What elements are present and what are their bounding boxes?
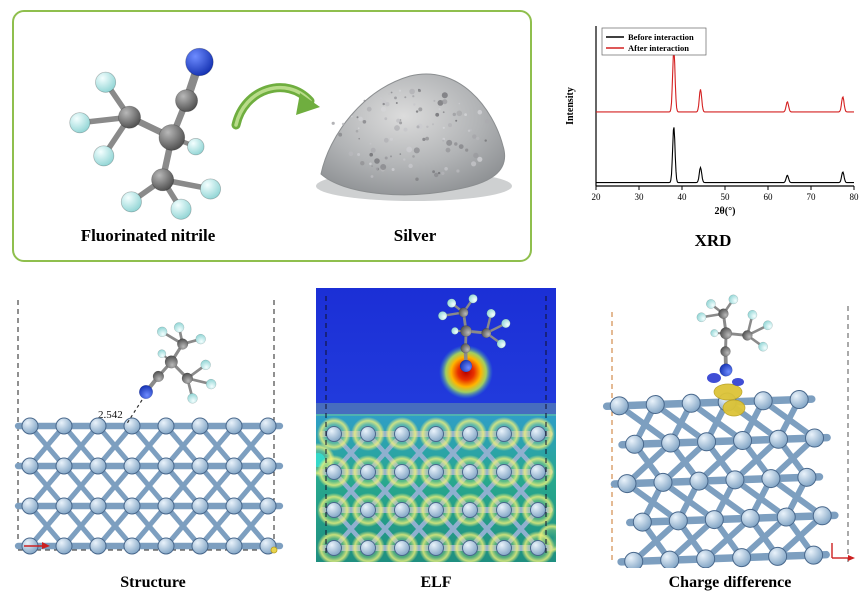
- elf-panel: [316, 288, 556, 562]
- svg-text:70: 70: [807, 192, 817, 202]
- fluorinated-nitrile-molecule: [69, 47, 221, 220]
- silver-label: Silver: [393, 226, 437, 245]
- bond-distance-label: 2.542: [98, 409, 123, 421]
- svg-text:20: 20: [592, 192, 602, 202]
- xrd-ylabel: Intensity: [565, 87, 576, 125]
- elf-molecule: [438, 294, 511, 373]
- elf-label: ELF: [420, 574, 452, 591]
- structure-panel: 2.542: [14, 300, 284, 555]
- svg-text:40: 40: [678, 192, 688, 202]
- silver-lattice: [14, 417, 284, 555]
- silver-powder-texture: [331, 88, 490, 181]
- reaction-arrow-icon: [231, 83, 320, 130]
- svg-text:50: 50: [721, 192, 731, 202]
- xrd-xlabel: 2θ(°): [715, 206, 736, 217]
- svg-text:After interaction: After interaction: [628, 43, 689, 53]
- reaction-panel: Fluorinated nitrile Silver: [12, 10, 532, 262]
- svg-text:30: 30: [635, 192, 645, 202]
- xrd-title: XRD: [694, 231, 732, 250]
- charge-difference-panel: [602, 294, 855, 568]
- silver-lattice: [602, 390, 839, 568]
- fluorinated-nitrile-3d-model: [69, 47, 221, 220]
- silver-powder-image: [316, 73, 512, 201]
- charge-difference-label: Charge difference: [668, 574, 792, 591]
- svg-text:Before interaction: Before interaction: [628, 32, 694, 42]
- molecule-label: Fluorinated nitrile: [80, 226, 216, 245]
- xrd-chart: Intensity 2θ(°) 20 30 40 50 60 70 80 Before int…: [565, 26, 860, 217]
- adsorbed-molecule: [139, 322, 217, 404]
- svg-text:60: 60: [764, 192, 774, 202]
- xrd-panel: Intensity 2θ(°) 20 30 40 50 60 70 80 Before int…: [562, 14, 864, 266]
- structure-label: Structure: [120, 574, 186, 591]
- charge-molecule: [696, 294, 773, 377]
- svg-text:80: 80: [850, 192, 860, 202]
- silver-lattice: [317, 417, 555, 562]
- xrd-x-tick-labels: 20 30 40 50 60 70 80: [592, 186, 860, 202]
